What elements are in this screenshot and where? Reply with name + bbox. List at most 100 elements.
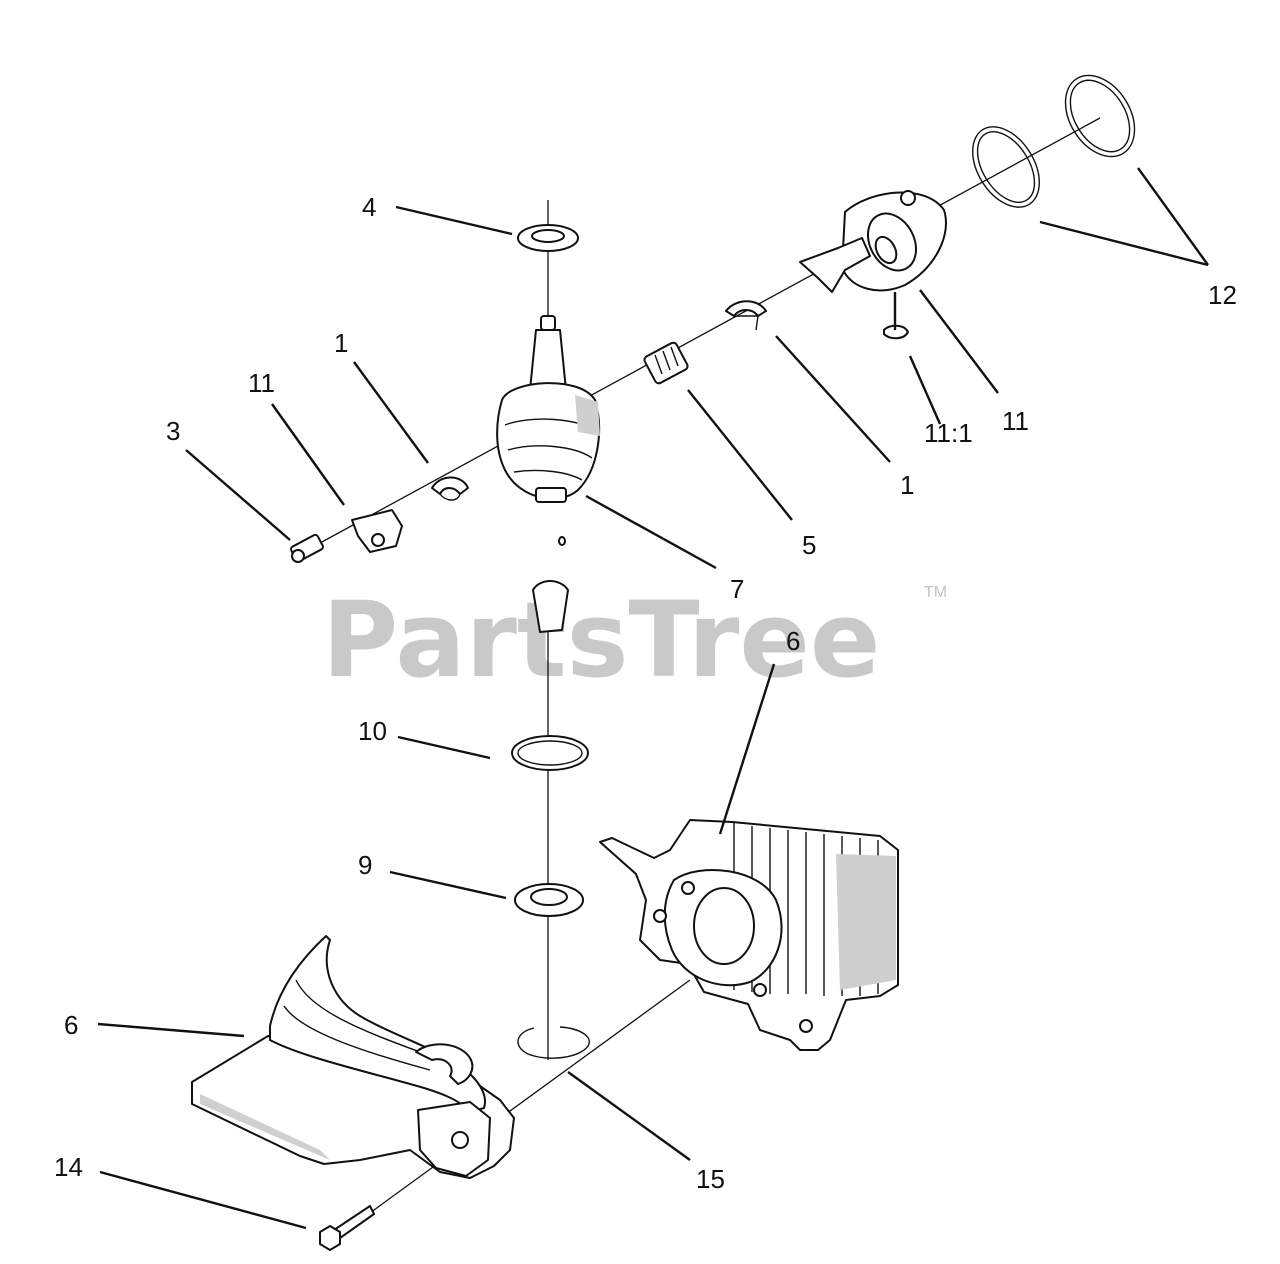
crankshaft-web-shade [575,395,600,436]
o-ring-inner [517,740,583,766]
crankcase-bottom-hole [451,1131,469,1149]
o-ring [511,735,589,771]
leader-12-b [1137,167,1209,266]
leader-14 [99,1170,307,1230]
leader-4 [395,205,513,236]
piston-ring-inner [972,126,1040,208]
leader-5 [687,389,793,521]
bearing-half-left-edge [439,493,461,501]
crankshaft [496,315,601,633]
crankshaft-web-line-2 [507,445,593,459]
callout-7: 7 [730,574,744,604]
cylinder-head-shade [836,854,896,990]
callout-14: 14 [54,1152,83,1182]
callout-3: 3 [166,416,180,446]
needle-line-2 [662,350,671,371]
callout-12: 12 [1208,280,1237,310]
bearing-half-right-edge [734,315,759,331]
piston-ring-inner-inner-edge [976,131,1036,203]
piston-pin-hole [900,190,916,206]
bearing-half-left-shape [431,476,469,495]
needle-line-1 [654,354,663,375]
crankshaft-collar [535,487,567,503]
leader-6-top [718,663,776,835]
crankshaft-web [496,382,601,500]
crankshaft-key [558,536,566,546]
leader-10 [397,735,491,760]
assembly-axes [297,117,1101,1243]
bearing-half-left [431,476,469,501]
crankcase-bottom-arc [415,1043,474,1085]
needle-bearing-body [643,341,689,385]
retaining-ring-shape [517,1026,590,1059]
piston-assembly [799,190,947,340]
parts-tree-watermark: PartsTree TM [322,579,947,701]
upper-seal [517,224,579,252]
rod-cap [351,509,403,553]
crankcase-mount-hole-4 [799,1019,813,1033]
leader-7 [585,494,717,570]
lower-seal [514,883,584,917]
crankcase-bottom [191,935,515,1179]
callout-6-top: 6 [786,626,800,656]
leader-11-1 [908,355,942,425]
crankcase-bore [693,887,755,965]
leader-lines [97,167,1209,1230]
callout-1-right: 1 [900,470,914,500]
leader-3 [185,449,291,541]
callout-5: 5 [802,530,816,560]
cap-screw [290,533,324,563]
callout-1-left: 1 [334,328,348,358]
connecting-rod [799,237,871,293]
leader-12-a [1039,220,1209,267]
crank-piston-axis [297,117,1101,556]
fan-shroud-rib-1 [295,979,421,1053]
rod-cap-body [351,509,403,553]
callout-9: 9 [358,850,372,880]
callout-4: 4 [362,192,376,222]
crankcase-mount-hole-1 [681,881,695,895]
rod-cap-hole [371,533,385,547]
crankcase-mount-hole-2 [653,909,667,923]
cap-screw-head [291,549,305,563]
needle-line-3 [670,346,679,367]
base-plate-shade [200,1094,330,1160]
leader-11-left [271,403,345,506]
callout-11-1: 11:1 [924,418,973,448]
leader-1-left [353,361,429,464]
piston-ring-outer [1064,74,1136,158]
leader-11-right [919,289,999,394]
crankcase-mount-hole-3 [753,983,767,997]
callout-11-right: 11 [1002,406,1029,436]
callout-11-left: 11 [248,368,275,398]
callout-15: 15 [696,1164,725,1194]
callout-10: 10 [358,716,387,746]
needle-bearing [643,341,689,385]
piston-ring-outer-inner-edge [1069,79,1131,153]
watermark-text: PartsTree [322,579,880,701]
retaining-ring [517,1026,590,1059]
crankshaft-tip [540,315,556,331]
bolt-axis [329,979,691,1243]
leader-9 [389,870,507,900]
leader-1-right [775,335,891,463]
crankshaft-shaft-upper [529,329,567,391]
cylinder-crankcase [599,819,899,1051]
wrist-pin-end [874,235,898,265]
leader-6-left [97,1022,245,1038]
bolt [319,1205,375,1251]
callout-6-left: 6 [64,1010,78,1040]
o-ring-outer [511,735,589,771]
leader-15 [567,1071,691,1161]
crankshaft-shaft-lower [532,580,569,633]
crankshaft-web-line-3 [513,469,583,481]
upper-seal-inner [531,229,565,243]
watermark-trademark: TM [924,584,947,601]
lower-seal-inner [530,888,568,906]
fan-shroud-rib-2 [283,1005,431,1071]
bolt-head [319,1225,341,1251]
wrist-pin-clip [883,324,909,340]
callout-labels: 12 4 1 11 3 11 11:1 1 5 7 6 10 9 6 14 15 [54,192,1237,1194]
piston-rings [972,74,1136,208]
